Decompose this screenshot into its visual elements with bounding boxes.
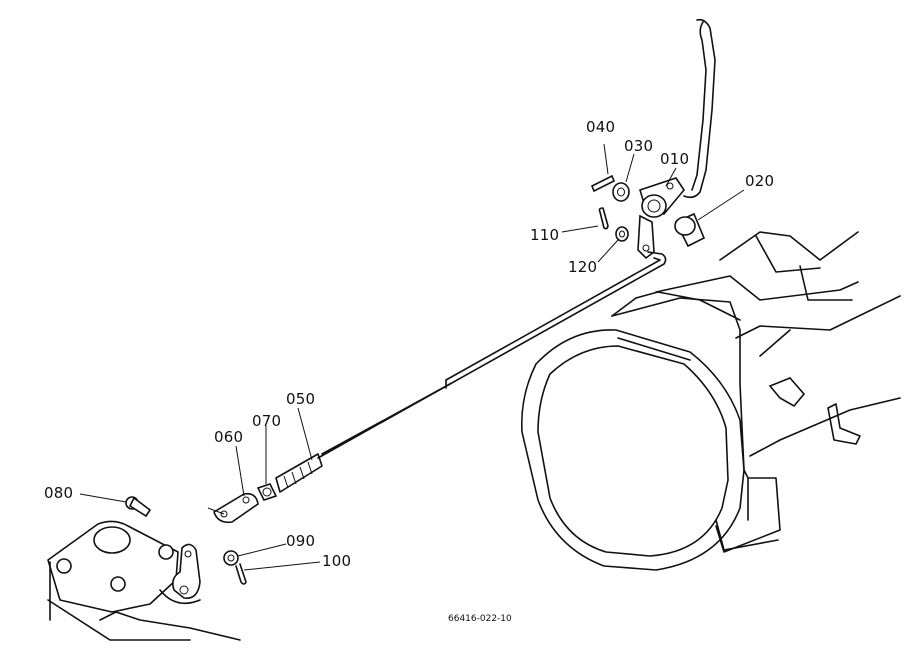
hand-lever xyxy=(683,18,716,199)
pin-080 xyxy=(125,496,152,518)
pump-housing xyxy=(47,520,241,641)
label-110: 110 xyxy=(530,226,560,244)
label-060: 060 xyxy=(214,428,244,446)
leader-lines xyxy=(79,143,745,571)
cotter-pin-100 xyxy=(235,563,247,585)
drawing-number: 66416-022-10 xyxy=(448,614,512,624)
label-030: 030 xyxy=(624,137,654,155)
lever-boss xyxy=(637,177,685,260)
collar-020 xyxy=(674,212,706,248)
label-050: 050 xyxy=(286,390,316,408)
label-040: 040 xyxy=(586,118,616,136)
nut-070 xyxy=(256,483,278,501)
label-070: 070 xyxy=(252,412,282,430)
label-120: 120 xyxy=(568,258,598,276)
label-020: 020 xyxy=(745,172,775,190)
label-010: 010 xyxy=(660,150,690,168)
washer-120 xyxy=(615,226,629,242)
label-090: 090 xyxy=(286,532,316,550)
engine-housing xyxy=(520,231,901,571)
label-080: 080 xyxy=(44,484,74,502)
washer-090 xyxy=(223,550,239,566)
rod-050 xyxy=(275,251,667,493)
washer-030 xyxy=(612,182,630,202)
clevis-060 xyxy=(207,492,259,524)
label-100: 100 xyxy=(322,552,352,570)
pin-040 xyxy=(590,174,616,193)
cotter-pin-110 xyxy=(598,207,609,230)
